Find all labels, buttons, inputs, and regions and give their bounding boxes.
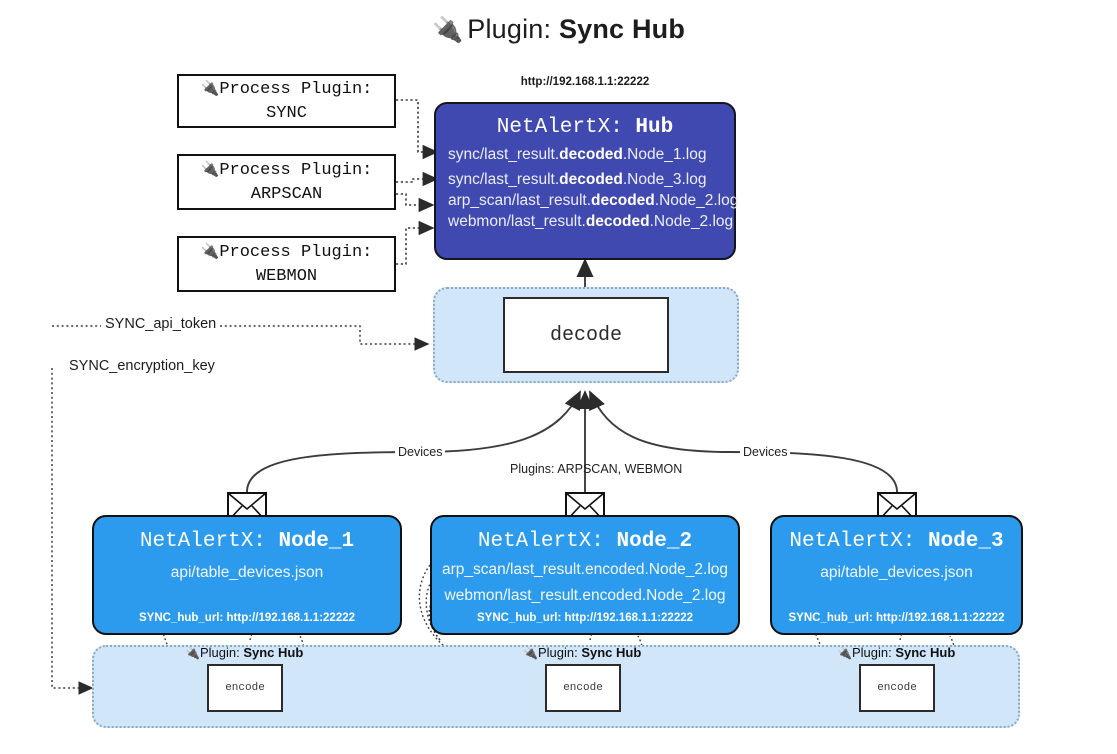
process-plugin-arpscan-line1: 🔌Process Plugin: bbox=[200, 159, 373, 180]
process-plugin-arpscan-line2: ARPSCAN bbox=[250, 185, 323, 204]
node-2-line-1: arp_scan/last_result.encoded.Node_2.log bbox=[441, 561, 729, 578]
process-plugin-arpscan[interactable]: 🔌Process Plugin: ARPSCAN bbox=[177, 154, 396, 210]
hub-url-label: http://192.168.1.1:22222 bbox=[520, 76, 650, 88]
plug-icon: 🔌 bbox=[200, 241, 220, 260]
hub-log-2: sync/last_result.decoded.Node_3.log bbox=[448, 171, 707, 188]
encode-box-1[interactable]: encode bbox=[207, 664, 283, 712]
page-title-prefix: Plugin: bbox=[467, 14, 559, 44]
plug-icon: 🔌 bbox=[185, 646, 200, 660]
node-box-3[interactable]: NetAlertX: Node_3 api/table_devices.json… bbox=[770, 515, 1023, 635]
node-1-line-1: api/table_devices.json bbox=[170, 564, 324, 581]
process-plugin-webmon[interactable]: 🔌Process Plugin: WEBMON bbox=[177, 236, 396, 292]
plug-icon: 🔌 bbox=[837, 646, 852, 660]
encode-3-plugin-label: 🔌Plugin: Sync Hub bbox=[837, 645, 956, 660]
decode-box[interactable]: decode bbox=[503, 297, 669, 373]
hub-node[interactable]: NetAlertX: Hub sync/last_result.decoded.… bbox=[434, 102, 739, 260]
plug-icon: 🔌 bbox=[523, 646, 538, 660]
node-3-title: NetAlertX: Node_3 bbox=[789, 530, 1004, 553]
node-2-title: NetAlertX: Node_2 bbox=[477, 530, 693, 553]
node-box-2[interactable]: NetAlertX: Node_2 arp_scan/last_result.e… bbox=[430, 515, 740, 635]
process-plugin-webmon-line2: WEBMON bbox=[255, 267, 318, 286]
plug-icon: 🔌 bbox=[200, 159, 220, 178]
encode-1-plugin-label: 🔌Plugin: Sync Hub bbox=[185, 645, 304, 660]
process-plugin-sync[interactable]: 🔌Process Plugin: SYNC bbox=[177, 74, 396, 128]
hub-title: NetAlertX: Hub bbox=[496, 116, 674, 139]
node-box-1[interactable]: NetAlertX: Node_1 api/table_devices.json… bbox=[92, 515, 402, 635]
hub-log-1: sync/last_result.decoded.Node_1.log bbox=[448, 146, 707, 163]
page-title: 🔌Plugin: Sync Hub bbox=[0, 14, 1117, 45]
hub-log-4: webmon/last_result.decoded.Node_2.log bbox=[448, 213, 734, 230]
process-plugin-webmon-line1: 🔌Process Plugin: bbox=[200, 241, 373, 262]
node-2-footer: SYNC_hub_url: http://192.168.1.1:22222 bbox=[476, 612, 694, 624]
process-plugin-sync-line2: SYNC bbox=[266, 104, 307, 123]
encode-2-plugin-label: 🔌Plugin: Sync Hub bbox=[523, 645, 642, 660]
edge-label-devices-left: Devices bbox=[395, 445, 446, 459]
page-title-name: Sync Hub bbox=[558, 14, 686, 44]
plug-icon: 🔌 bbox=[431, 16, 464, 44]
hub-log-3: arp_scan/last_result.decoded.Node_2.log bbox=[448, 192, 739, 209]
node-1-footer: SYNC_hub_url: http://192.168.1.1:22222 bbox=[138, 612, 356, 624]
node-3-footer: SYNC_hub_url: http://192.168.1.1:22222 bbox=[788, 612, 1005, 624]
sync-encryption-key-label: SYNC_encryption_key bbox=[65, 358, 219, 374]
encode-box-3[interactable]: encode bbox=[859, 664, 935, 712]
process-plugin-sync-line1: 🔌Process Plugin: bbox=[200, 78, 373, 99]
edge-label-plugins-center: Plugins: ARPSCAN, WEBMON bbox=[510, 462, 683, 476]
sync-api-token-label: SYNC_api_token bbox=[101, 316, 221, 332]
edge-label-devices-right: Devices bbox=[740, 445, 791, 459]
plug-icon: 🔌 bbox=[200, 78, 220, 97]
node-3-line-1: api/table_devices.json bbox=[820, 564, 973, 581]
encode-box-2[interactable]: encode bbox=[545, 664, 621, 712]
node-2-line-2: webmon/last_result.encoded.Node_2.log bbox=[444, 587, 726, 604]
node-1-title: NetAlertX: Node_1 bbox=[139, 530, 355, 553]
